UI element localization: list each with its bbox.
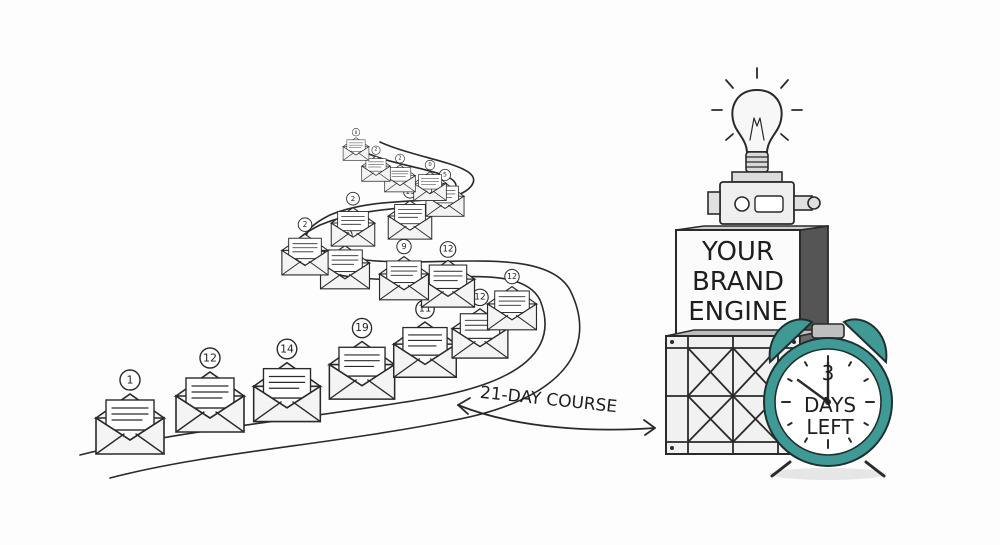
envelope-icon: 14	[251, 338, 323, 423]
envelope-number: 2	[398, 156, 401, 162]
envelope-number: 14	[280, 343, 294, 356]
envelope-number: 5	[443, 171, 447, 178]
envelope-icon: 1	[93, 369, 167, 455]
envelope-number-badge: 2	[371, 145, 381, 155]
engine-line-2: BRAND	[692, 267, 784, 297]
envelope-icon: 12	[173, 347, 247, 433]
envelope-number-badge: 9	[396, 238, 412, 255]
clock-left-text: LEFT	[806, 415, 854, 439]
envelope-icon: 2	[280, 217, 330, 276]
light-bulb-icon	[711, 67, 803, 173]
envelope-number-badge: 1	[119, 369, 141, 391]
envelope-number: 1	[127, 374, 134, 387]
envelope-number-badge: 0	[424, 159, 436, 171]
envelope-number: 12	[203, 352, 217, 365]
envelope-path: 112141911121212915221950220	[93, 128, 539, 455]
envelope-number-badge: 14	[276, 338, 298, 360]
envelope-icon: 2	[383, 153, 417, 193]
course-label: 21-DAY COURSE	[479, 383, 618, 417]
brand-engine-box: YOUR BRAND ENGINE	[675, 224, 829, 336]
envelope-number-badge: 0	[351, 128, 361, 137]
envelope-icon: 11	[391, 299, 459, 378]
envelope-icon: 19	[326, 317, 398, 400]
clock-number: 3	[822, 361, 835, 385]
envelope-number-badge: 12	[439, 241, 457, 258]
envelope-number: 0	[355, 130, 358, 135]
double-arrow-icon	[457, 397, 656, 436]
envelope-number-badge: 19	[351, 317, 373, 339]
envelope-number-badge: 2	[346, 191, 360, 206]
envelope-number-badge: 2	[395, 153, 405, 164]
envelope-number: 19	[355, 322, 368, 334]
envelope-icon: 0	[342, 128, 370, 161]
envelope-icon: 2	[329, 191, 377, 247]
envelope-icon: 2	[360, 145, 392, 182]
envelope-icon: 9	[377, 238, 431, 301]
envelope-number: 2	[375, 147, 378, 153]
clock-days-text: DAYS	[804, 393, 856, 417]
envelope-number: 12	[443, 244, 454, 254]
envelope-icon: 12	[485, 268, 539, 331]
alarm-clock-icon: 3 DAYS LEFT	[763, 318, 893, 480]
envelope-number: 0	[428, 162, 431, 168]
envelope-number-badge: 12	[504, 268, 520, 285]
envelope-number: 2	[351, 194, 355, 203]
envelope-number: 12	[474, 292, 485, 302]
envelope-number: 12	[507, 272, 517, 281]
engine-line-3: ENGINE	[688, 297, 788, 327]
envelope-icon: 0	[412, 159, 448, 201]
envelope-number: 11	[419, 304, 432, 315]
envelope-number-badge: 12	[199, 347, 221, 369]
envelope-icon: 12	[419, 241, 477, 308]
envelope-number-badge: 2	[297, 217, 313, 232]
envelope-number: 2	[303, 220, 308, 229]
engine-head	[707, 171, 821, 225]
envelope-number: 9	[401, 242, 406, 251]
engine-line-1: YOUR	[701, 237, 774, 267]
